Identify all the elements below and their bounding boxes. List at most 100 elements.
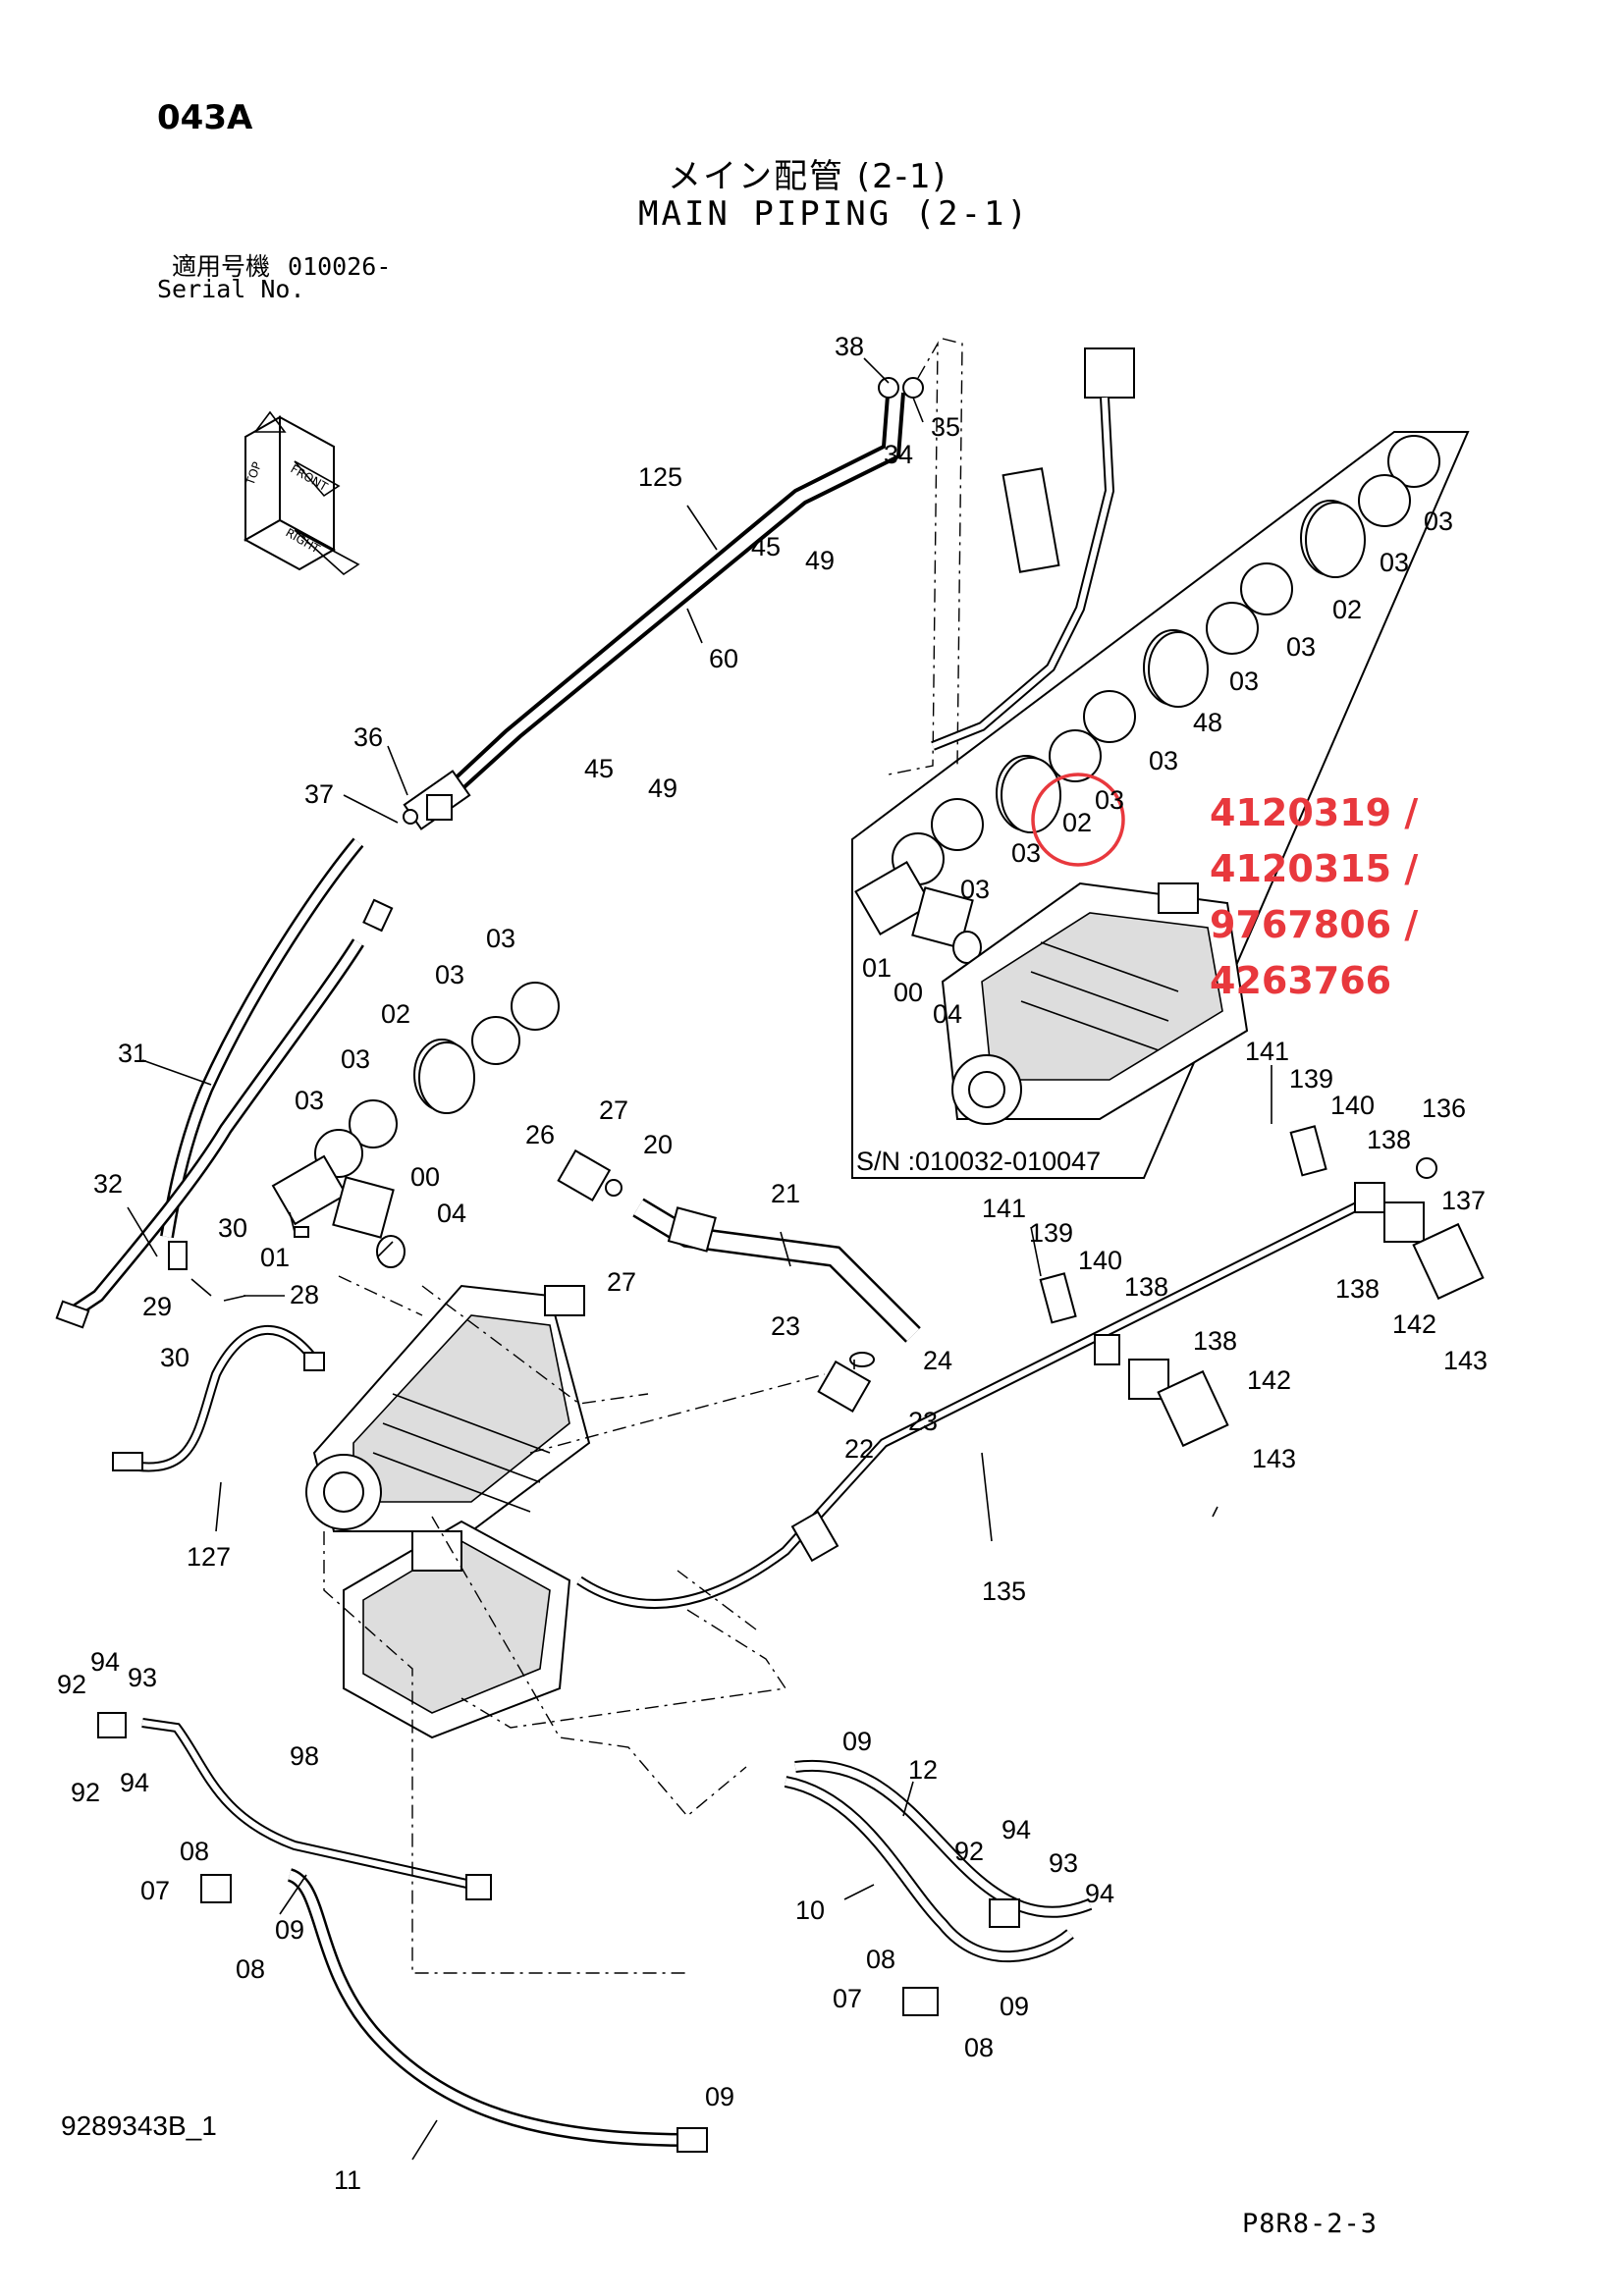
page-code: 043A: [157, 98, 253, 137]
hose-12-10: [784, 1759, 1093, 2016]
serial-value: 010026-: [288, 252, 392, 281]
hose-31-32: [55, 837, 364, 1329]
callout-20: 20: [643, 1130, 673, 1159]
callout-138-right-upper: 138: [1367, 1125, 1411, 1154]
serial-label-english: Serial No.: [157, 275, 305, 303]
callout-143-right: 143: [1443, 1346, 1488, 1375]
callout-92-left-lower: 92: [71, 1778, 100, 1807]
callout-94-left-lower: 94: [120, 1768, 149, 1797]
callout-142-mid: 142: [1247, 1365, 1291, 1395]
orientation-cube-icon: TOP FRONT RIGHT: [243, 410, 360, 576]
inset-rings: [854, 435, 1440, 964]
callout-00: 00: [410, 1162, 440, 1192]
part-number-4: 4263766: [1210, 959, 1392, 1002]
left-rings: [271, 982, 560, 1268]
callout-23-lower: 23: [908, 1407, 938, 1436]
callout-inset-03f: 03: [1095, 785, 1124, 815]
dashed-guides: [323, 1275, 826, 1974]
drawing-number: 9289343B_1: [61, 2110, 217, 2141]
serial-label-jp: 適用号機: [172, 252, 271, 281]
callout-139-mid: 139: [1029, 1218, 1073, 1248]
callout-30-lower: 30: [160, 1343, 189, 1372]
callout-138-mid-upper: 138: [1124, 1272, 1168, 1302]
callout-08-right-upper: 08: [866, 1945, 895, 1974]
page-reference: P8R8-2-3: [1242, 2209, 1379, 2239]
callout-27-lower: 27: [607, 1267, 636, 1297]
hose-98-11: [97, 1712, 708, 2153]
callout-92-right: 92: [954, 1837, 984, 1866]
callout-49-lower: 49: [648, 774, 677, 803]
serial-line-japanese: 適用号機 010026-: [172, 247, 391, 283]
callout-94-right-lower: 94: [1085, 1879, 1114, 1908]
main-pump: [305, 1284, 591, 1532]
control-valve: [343, 1520, 571, 1739]
callout-08-left-upper: 08: [180, 1837, 209, 1866]
callout-28: 28: [290, 1280, 319, 1309]
callout-23-upper: 23: [771, 1311, 800, 1341]
callout-inset-03c: 03: [1286, 632, 1316, 662]
callout-09-right: 09: [1000, 1992, 1029, 2021]
callout-45-lower: 45: [584, 754, 614, 783]
callout-141-mid: 141: [982, 1194, 1026, 1223]
callout-34: 34: [884, 440, 913, 469]
flanges: [557, 1148, 875, 1413]
callout-32: 32: [93, 1169, 123, 1199]
callout-11: 11: [334, 2165, 361, 2195]
callout-07-right: 07: [833, 1984, 862, 2013]
callout-03b: 03: [435, 960, 464, 989]
callout-inset-48: 48: [1193, 708, 1222, 737]
title-english: MAIN PIPING (2-1): [638, 194, 1030, 234]
callout-07-left: 07: [140, 1876, 170, 1905]
callout-60: 60: [709, 644, 738, 673]
callout-03c: 03: [341, 1044, 370, 1074]
callout-94-left-upper: 94: [90, 1647, 120, 1677]
callout-29: 29: [142, 1292, 172, 1321]
callout-inset-03a: 03: [1424, 507, 1453, 536]
callout-45-upper: 45: [751, 532, 781, 561]
callout-03d: 03: [295, 1086, 324, 1115]
inset-serial-range: S/N :010032-010047: [856, 1147, 1102, 1176]
callout-01: 01: [260, 1243, 290, 1272]
dashed-leader-upper: [883, 341, 939, 776]
callout-49-upper: 49: [805, 546, 835, 575]
callout-127: 127: [187, 1542, 231, 1572]
callout-138-mid-lower: 138: [1193, 1326, 1237, 1356]
callout-92-left-upper: 92: [57, 1670, 86, 1699]
callout-141-right: 141: [1245, 1037, 1289, 1066]
callout-36: 36: [353, 722, 383, 752]
callout-136: 136: [1422, 1094, 1466, 1123]
title-japanese: メイン配管 (2-1): [668, 157, 947, 196]
hose-upper-right: [931, 347, 1135, 751]
callout-inset-03d: 03: [1229, 667, 1259, 696]
callout-inset-04: 04: [933, 999, 962, 1029]
callout-93-right: 93: [1049, 1848, 1078, 1878]
callout-12: 12: [908, 1755, 938, 1785]
callout-09-left: 09: [275, 1915, 304, 1945]
callout-27-upper: 27: [599, 1095, 628, 1125]
hose-127: [112, 1324, 325, 1472]
highlight-part-numbers: 4120319 / 4120315 / 9767806 / 4263766: [1210, 785, 1418, 1009]
pipe-125-60: [403, 377, 924, 830]
callout-inset-03e: 03: [1149, 746, 1178, 775]
part-number-2: 4120315 /: [1210, 847, 1419, 890]
callout-03a: 03: [486, 924, 515, 953]
callout-140-right: 140: [1330, 1091, 1375, 1120]
callout-04: 04: [437, 1199, 466, 1228]
callout-inset-03g: 03: [1011, 838, 1041, 868]
callout-inset-03h: 03: [960, 875, 990, 904]
callout-08-left-lower: 08: [236, 1954, 265, 1984]
callout-inset-00: 00: [893, 978, 923, 1007]
callout-inset-03b: 03: [1380, 548, 1409, 577]
callout-38: 38: [835, 332, 864, 361]
callout-22: 22: [844, 1434, 874, 1464]
part-number-3: 9767806 /: [1210, 903, 1419, 946]
hose-21: [632, 1198, 921, 1343]
callout-98: 98: [290, 1741, 319, 1771]
part-number-1: 4120319 /: [1210, 791, 1419, 834]
callout-02: 02: [381, 999, 410, 1029]
callout-08-right-lower: 08: [964, 2033, 994, 2062]
fittings-36-37: [362, 794, 453, 933]
callout-37: 37: [304, 779, 334, 809]
callout-135: 135: [982, 1576, 1026, 1606]
callout-140-mid: 140: [1078, 1246, 1122, 1275]
